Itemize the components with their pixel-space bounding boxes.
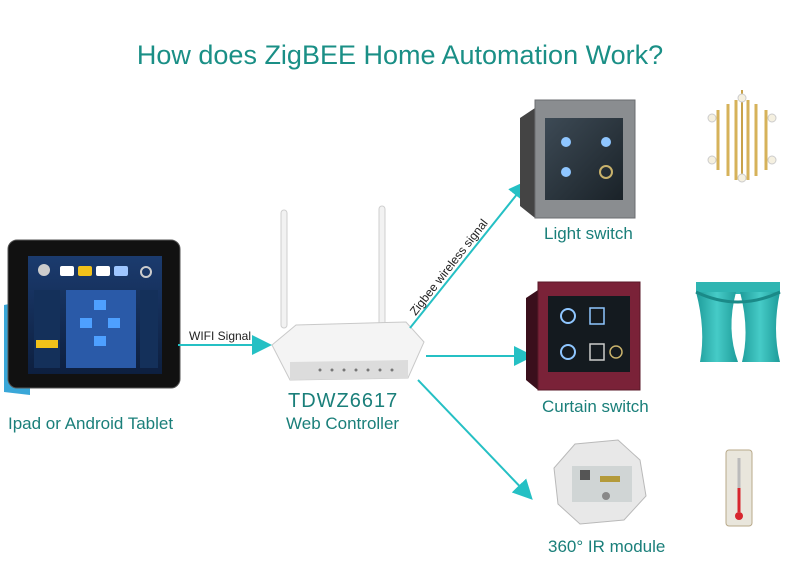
curtain-drape-image <box>695 282 781 362</box>
chandelier-image <box>707 90 777 183</box>
controller-model: TDWZ6617 <box>288 390 399 412</box>
controller-name: Web Controller <box>286 414 400 433</box>
router-image <box>271 205 425 381</box>
tablet-image <box>4 239 181 395</box>
light-switch-image <box>520 99 636 219</box>
ir-module-image <box>553 439 647 525</box>
zigbee-arrow-ir <box>417 379 533 500</box>
tablet-label: Ipad or Android Tablet <box>8 414 174 433</box>
wifi-signal-label: WIFI Signal <box>189 329 252 343</box>
zigbee-arrow-light <box>409 179 529 329</box>
curtain-switch-image <box>526 281 641 391</box>
diagram-title: How does ZigBEE Home Automation Work? <box>136 40 664 70</box>
curtain-switch-label: Curtain switch <box>542 397 649 416</box>
thermometer-image <box>725 449 753 527</box>
light-switch-label: Light switch <box>544 224 633 243</box>
ir-module-label: 360° IR module <box>548 537 666 556</box>
